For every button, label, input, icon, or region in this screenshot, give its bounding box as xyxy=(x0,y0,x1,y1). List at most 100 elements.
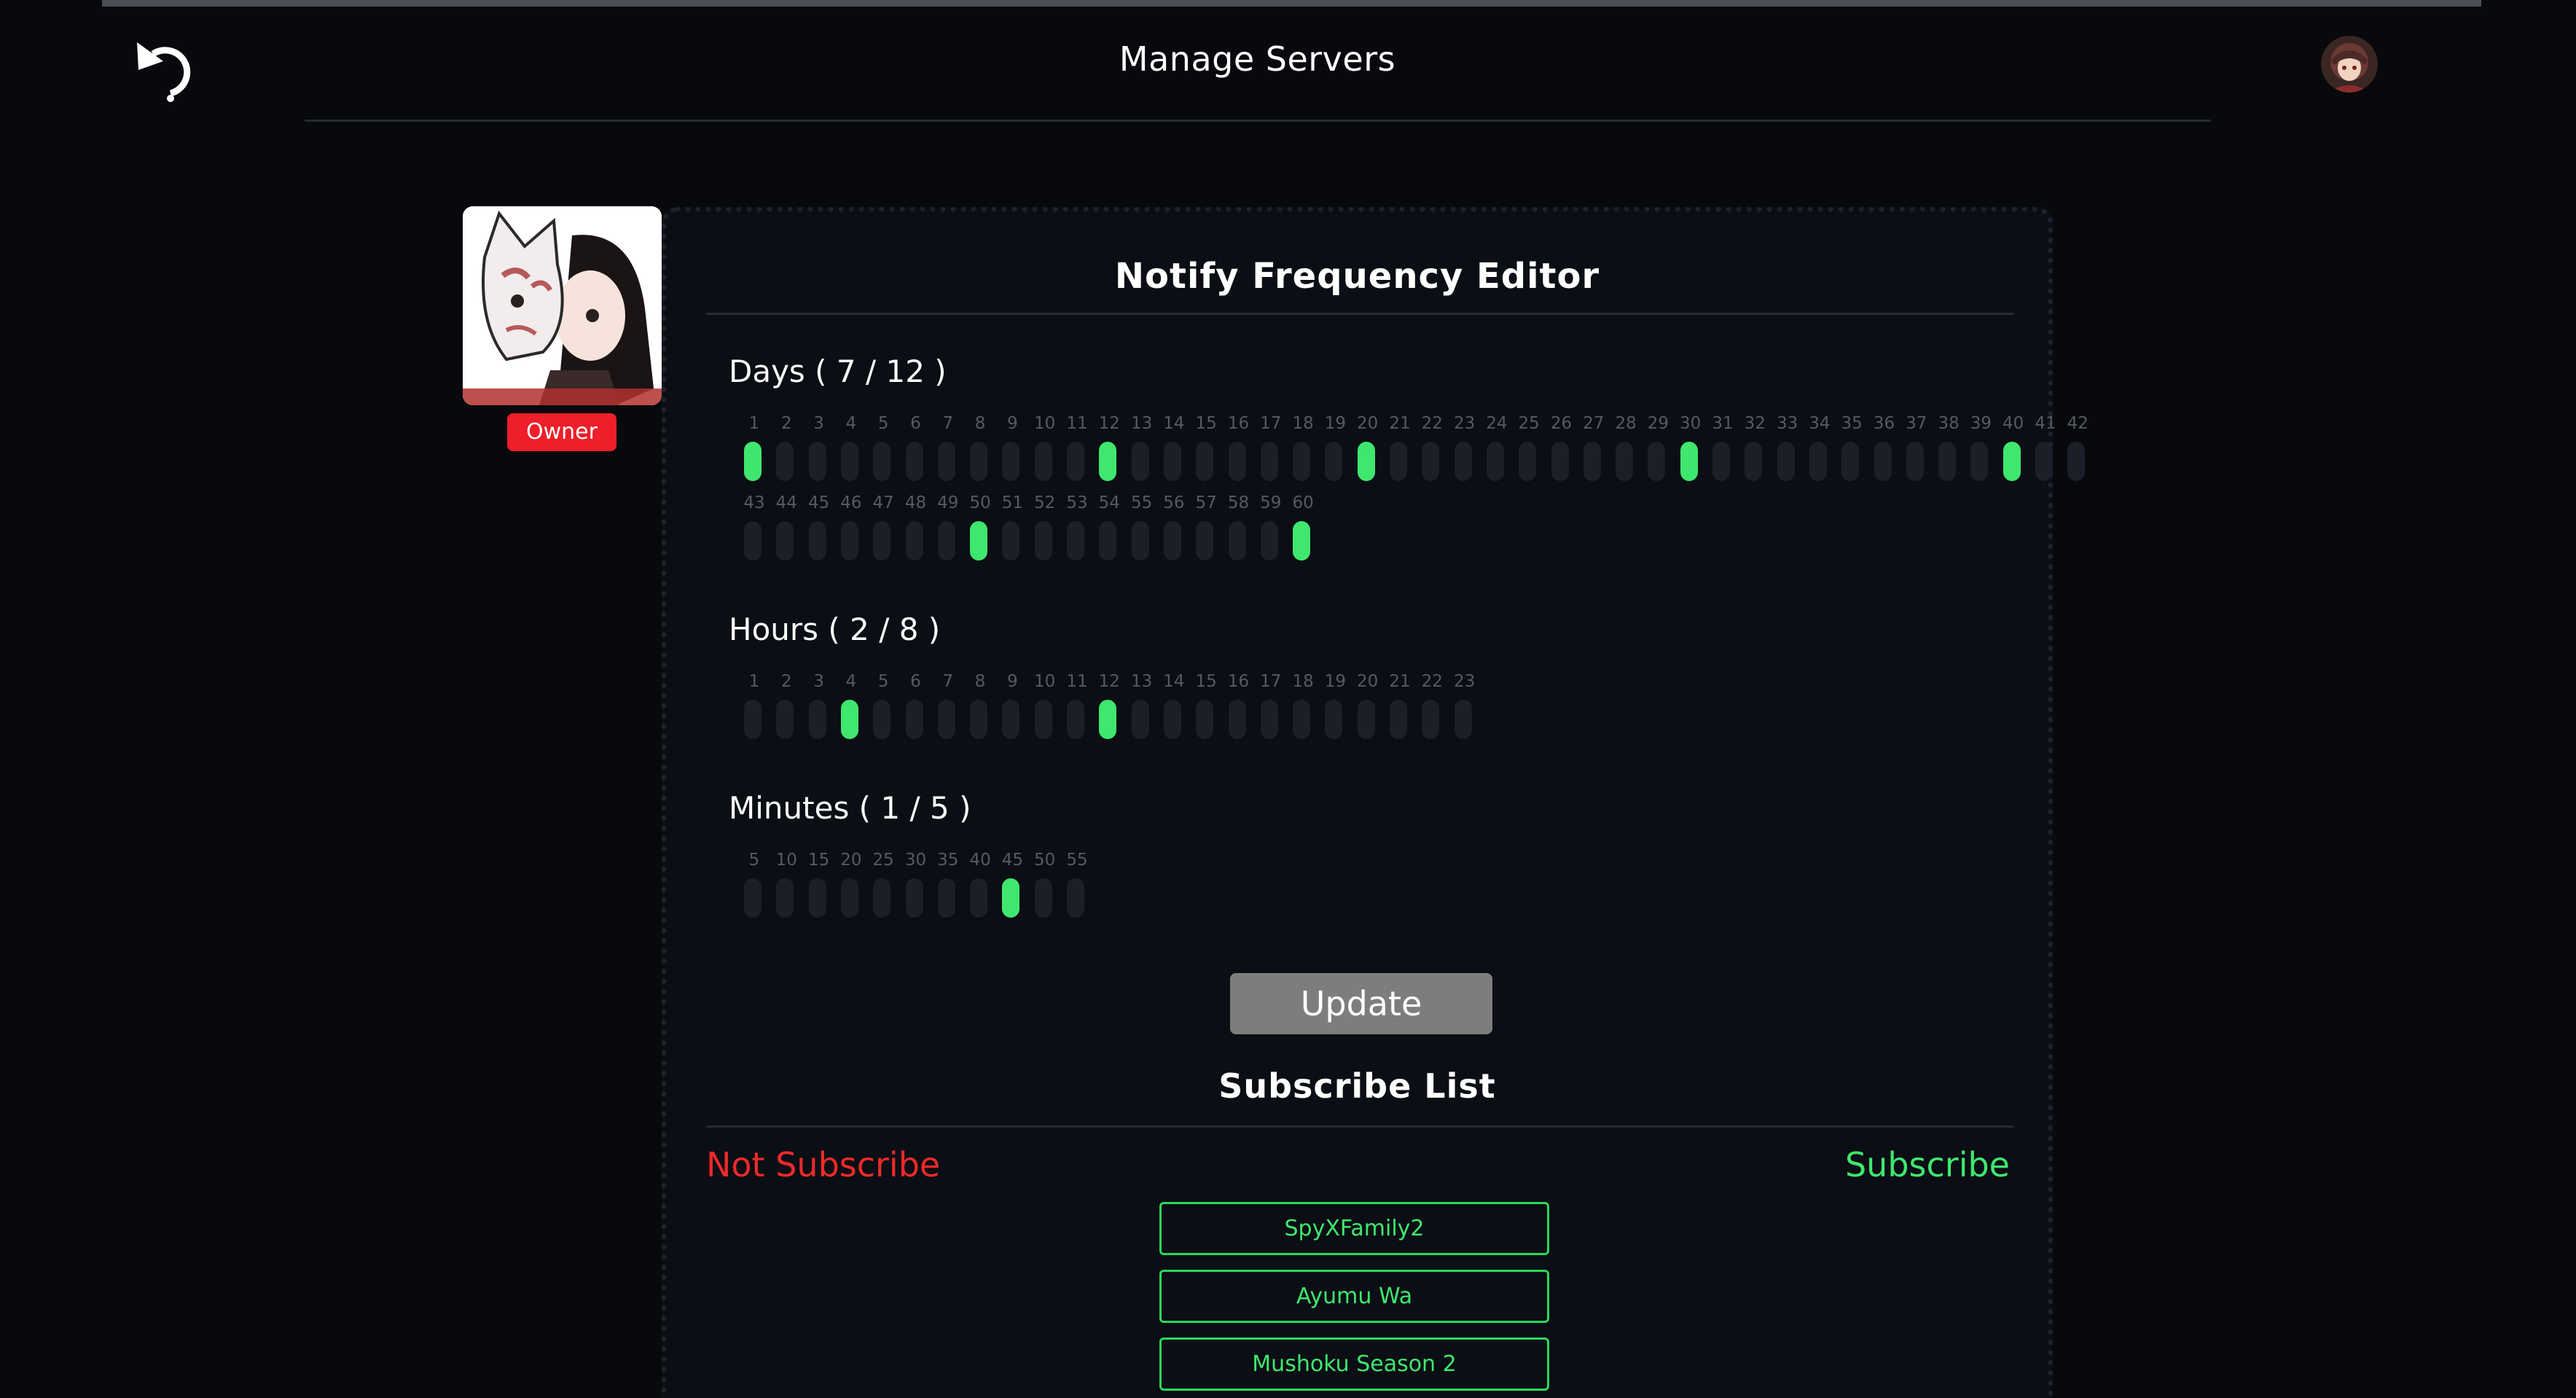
hour-toggle-22[interactable] xyxy=(1422,700,1440,739)
day-toggle-13[interactable] xyxy=(1131,442,1149,481)
day-toggle-52[interactable] xyxy=(1034,521,1052,561)
hour-toggle-21[interactable] xyxy=(1390,700,1407,739)
hour-toggle-12[interactable] xyxy=(1099,700,1117,739)
day-toggle-17[interactable] xyxy=(1260,442,1278,481)
day-toggle-56[interactable] xyxy=(1163,521,1181,561)
day-toggle-11[interactable] xyxy=(1067,442,1084,481)
day-toggle-22[interactable] xyxy=(1422,442,1440,481)
day-toggle-4[interactable] xyxy=(840,442,858,481)
minute-toggle-30[interactable] xyxy=(905,878,923,918)
hour-toggle-3[interactable] xyxy=(808,700,826,739)
day-toggle-31[interactable] xyxy=(1712,442,1730,481)
day-toggle-3[interactable] xyxy=(808,442,826,481)
day-toggle-20[interactable] xyxy=(1357,442,1375,481)
hour-toggle-23[interactable] xyxy=(1454,700,1472,739)
minute-toggle-55[interactable] xyxy=(1067,878,1084,918)
day-toggle-41[interactable] xyxy=(2035,442,2053,481)
day-toggle-5[interactable] xyxy=(873,442,891,481)
hour-toggle-1[interactable] xyxy=(744,700,762,739)
hour-toggle-20[interactable] xyxy=(1357,700,1375,739)
hour-toggle-10[interactable] xyxy=(1034,700,1052,739)
day-toggle-8[interactable] xyxy=(970,442,988,481)
day-toggle-14[interactable] xyxy=(1163,442,1181,481)
minute-toggle-5[interactable] xyxy=(744,878,762,918)
minute-toggle-25[interactable] xyxy=(873,878,891,918)
minute-toggle-45[interactable] xyxy=(1002,878,1020,918)
day-toggle-50[interactable] xyxy=(970,521,988,561)
day-toggle-36[interactable] xyxy=(1874,442,1892,481)
day-toggle-23[interactable] xyxy=(1454,442,1472,481)
hour-toggle-4[interactable] xyxy=(840,700,858,739)
day-toggle-57[interactable] xyxy=(1196,521,1214,561)
day-toggle-30[interactable] xyxy=(1680,442,1698,481)
day-toggle-53[interactable] xyxy=(1067,521,1084,561)
day-toggle-44[interactable] xyxy=(776,521,794,561)
day-toggle-55[interactable] xyxy=(1131,521,1149,561)
day-toggle-59[interactable] xyxy=(1260,521,1278,561)
hour-toggle-18[interactable] xyxy=(1293,700,1311,739)
day-toggle-47[interactable] xyxy=(873,521,891,561)
day-toggle-58[interactable] xyxy=(1228,521,1246,561)
day-toggle-37[interactable] xyxy=(1906,442,1924,481)
server-avatar[interactable] xyxy=(463,206,662,405)
day-toggle-27[interactable] xyxy=(1583,442,1601,481)
hour-toggle-11[interactable] xyxy=(1067,700,1084,739)
day-toggle-26[interactable] xyxy=(1551,442,1569,481)
day-toggle-49[interactable] xyxy=(937,521,955,561)
day-toggle-6[interactable] xyxy=(905,442,923,481)
day-toggle-10[interactable] xyxy=(1034,442,1052,481)
day-toggle-9[interactable] xyxy=(1002,442,1020,481)
day-toggle-60[interactable] xyxy=(1293,521,1311,561)
day-toggle-40[interactable] xyxy=(2003,442,2021,481)
day-toggle-48[interactable] xyxy=(905,521,923,561)
day-toggle-43[interactable] xyxy=(744,521,762,561)
day-toggle-32[interactable] xyxy=(1745,442,1763,481)
minute-toggle-20[interactable] xyxy=(840,878,858,918)
day-toggle-34[interactable] xyxy=(1809,442,1827,481)
day-toggle-28[interactable] xyxy=(1616,442,1634,481)
day-toggle-39[interactable] xyxy=(1970,442,1989,481)
hour-toggle-13[interactable] xyxy=(1131,700,1149,739)
hour-toggle-6[interactable] xyxy=(905,700,923,739)
day-toggle-19[interactable] xyxy=(1325,442,1343,481)
hour-toggle-7[interactable] xyxy=(937,700,955,739)
hour-toggle-5[interactable] xyxy=(873,700,891,739)
anime-item[interactable]: Mushoku Season 2 xyxy=(1159,1338,1549,1391)
day-toggle-51[interactable] xyxy=(1002,521,1020,561)
day-toggle-24[interactable] xyxy=(1486,442,1504,481)
minute-toggle-40[interactable] xyxy=(970,878,988,918)
back-button[interactable] xyxy=(133,32,205,105)
hour-toggle-16[interactable] xyxy=(1228,700,1246,739)
day-toggle-1[interactable] xyxy=(744,442,762,481)
day-toggle-15[interactable] xyxy=(1196,442,1214,481)
minute-toggle-15[interactable] xyxy=(808,878,826,918)
day-toggle-35[interactable] xyxy=(1841,442,1860,481)
day-toggle-29[interactable] xyxy=(1648,442,1666,481)
anime-item[interactable]: SpyXFamily2 xyxy=(1159,1202,1549,1255)
hour-toggle-8[interactable] xyxy=(970,700,988,739)
hour-toggle-14[interactable] xyxy=(1163,700,1181,739)
day-toggle-7[interactable] xyxy=(937,442,955,481)
day-toggle-25[interactable] xyxy=(1519,442,1537,481)
day-toggle-46[interactable] xyxy=(840,521,858,561)
minute-toggle-10[interactable] xyxy=(776,878,794,918)
update-button[interactable]: Update xyxy=(1230,973,1492,1034)
hour-toggle-19[interactable] xyxy=(1325,700,1343,739)
day-toggle-16[interactable] xyxy=(1228,442,1246,481)
day-toggle-12[interactable] xyxy=(1099,442,1117,481)
day-toggle-45[interactable] xyxy=(808,521,826,561)
day-toggle-18[interactable] xyxy=(1293,442,1311,481)
user-avatar[interactable] xyxy=(2321,36,2378,93)
hour-toggle-17[interactable] xyxy=(1260,700,1278,739)
day-toggle-21[interactable] xyxy=(1390,442,1407,481)
day-toggle-54[interactable] xyxy=(1099,521,1117,561)
day-toggle-42[interactable] xyxy=(2067,442,2086,481)
anime-item[interactable]: Ayumu Wa xyxy=(1159,1270,1549,1323)
day-toggle-38[interactable] xyxy=(1938,442,1957,481)
hour-toggle-9[interactable] xyxy=(1002,700,1020,739)
minute-toggle-50[interactable] xyxy=(1034,878,1052,918)
minute-toggle-35[interactable] xyxy=(937,878,955,918)
day-toggle-33[interactable] xyxy=(1777,442,1795,481)
day-toggle-2[interactable] xyxy=(776,442,794,481)
hour-toggle-15[interactable] xyxy=(1196,700,1214,739)
